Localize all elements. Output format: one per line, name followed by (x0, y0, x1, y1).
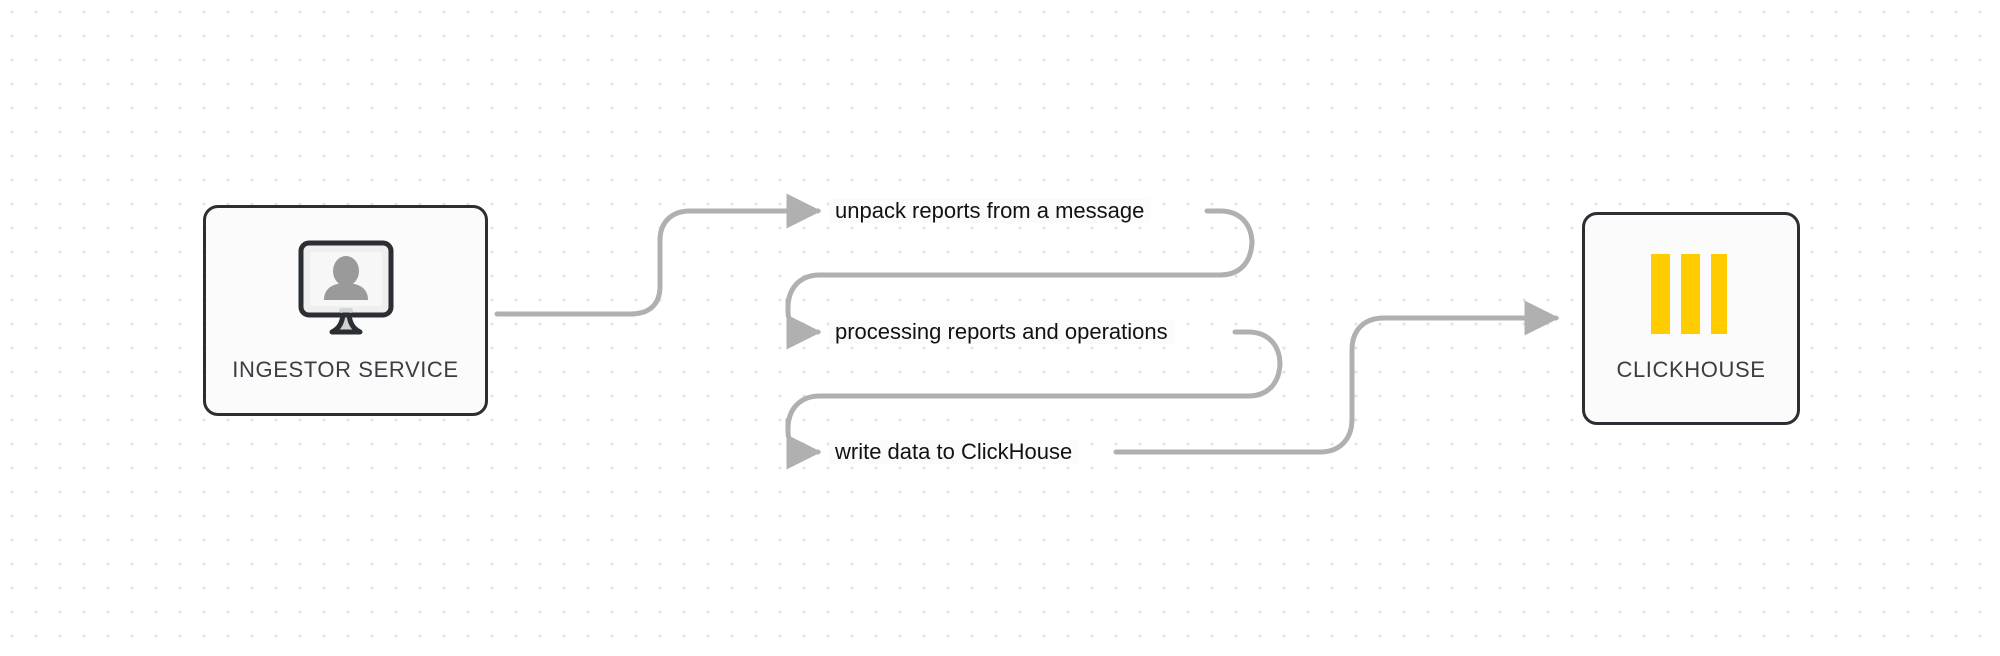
edge-path-2 (785, 417, 822, 470)
node-clickhouse[interactable]: CLICKHOUSE (1582, 212, 1800, 425)
edge-path-3 (1113, 300, 1560, 455)
clickhouse-bars-icon (1643, 254, 1739, 339)
node-ingestor-service-label: INGESTOR SERVICE (232, 357, 459, 382)
edge-path-1 (785, 297, 822, 350)
edge-path-0 (494, 193, 822, 317)
edge-label-unpack-reports: unpack reports from a message (829, 199, 1151, 223)
monitor-user-icon (288, 238, 404, 343)
edge-label-write-data: write data to ClickHouse (829, 440, 1079, 464)
edge-path-1-loop (785, 329, 1283, 432)
edge-label-processing-reports: processing reports and operations (829, 320, 1174, 344)
node-clickhouse-label: CLICKHOUSE (1616, 357, 1766, 382)
node-ingestor-service[interactable]: INGESTOR SERVICE (203, 205, 488, 416)
edge-path-0-loop (785, 208, 1255, 311)
